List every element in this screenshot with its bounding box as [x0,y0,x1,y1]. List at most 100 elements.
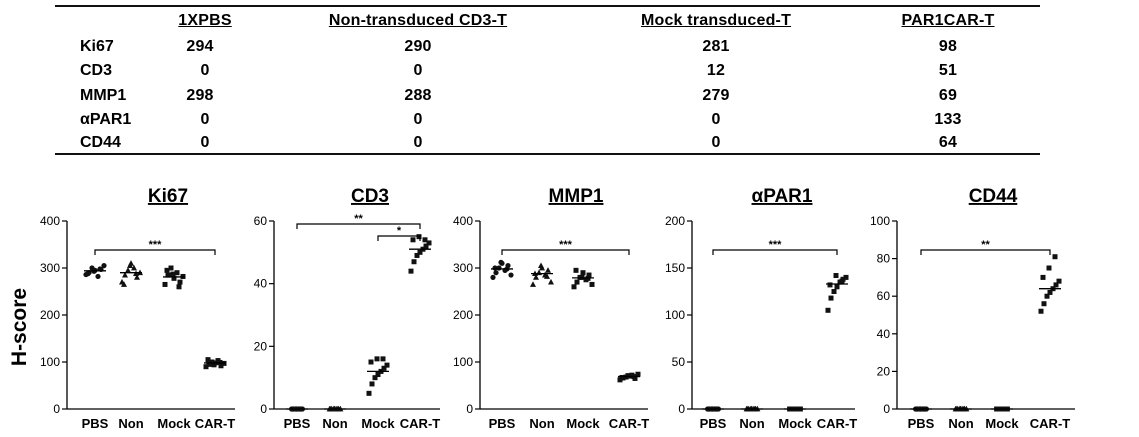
x-tick-label: PBS [284,416,311,431]
data-point [411,259,417,265]
header-pbs: 1XPBS [178,12,232,29]
significance-label: * [397,225,402,237]
row-label-cd44: CD44 [80,134,121,151]
x-tick-label: Mock [566,416,600,431]
data-point [839,278,845,284]
x-tick-label: CAR-T [400,416,440,431]
cell-cd3-pbs: 0 [200,62,210,79]
data-point [218,363,224,369]
data-point [825,307,831,313]
data-point [498,259,504,265]
data-point [414,252,420,258]
cell-cd3-non: 0 [413,62,423,79]
significance-label: ** [981,239,990,251]
data-point [164,267,170,273]
y-tick-label: 60 [254,214,268,228]
y-tick-label: 100 [453,355,473,369]
cell-apar1-non: 0 [413,111,423,128]
x-tick-label: PBS [908,416,935,431]
data-point [408,268,414,274]
data-point [1040,274,1046,280]
x-tick-label: Mock [361,416,395,431]
cell-ki67-car: 98 [938,38,958,55]
data-point [101,263,107,269]
cell-apar1-car: 133 [934,111,962,128]
data-point [426,240,432,246]
cell-ki67-non: 290 [404,38,432,55]
x-tick-label: Non [739,416,764,431]
x-tick-label: Mock [157,416,191,431]
x-tick-label: PBS [489,416,516,431]
y-tick-label: 0 [53,402,60,416]
data-point [548,278,554,285]
data-point [127,262,133,269]
y-tick-label: 0 [883,402,890,416]
data-point [122,271,128,278]
data-point [211,362,217,368]
y-tick-label: 300 [453,261,473,275]
x-tick-label: Mock [985,416,1019,431]
significance-bracket [920,249,1051,255]
row-label-apar1: αPAR1 [80,111,132,128]
data-point [85,271,91,277]
data-point [380,356,386,362]
data-point [125,267,131,273]
data-point [619,375,625,381]
y-tick-label: 50 [672,355,686,369]
data-point [571,284,577,290]
data-point [1053,282,1059,288]
data-point [580,270,586,276]
y-tick-label: 300 [40,261,60,275]
data-point [368,359,374,365]
y-tick-label: 40 [254,277,268,291]
data-point [171,275,177,281]
data-point [209,359,215,365]
data-point [828,295,834,301]
y-tick-label: 100 [40,355,60,369]
y-tick-label: 400 [453,214,473,228]
x-tick-label: Non [118,416,143,431]
y-tick-label: 200 [665,214,685,228]
data-point [1046,265,1052,271]
data-point [170,271,176,277]
y-tick-label: 100 [665,308,685,322]
data-point [168,265,174,271]
significance-bracket [94,249,216,255]
cell-mmp1-mock: 279 [702,87,730,104]
data-point [834,284,840,290]
data-point [121,281,127,287]
data-point [1056,278,1062,284]
data-point [1047,289,1053,295]
y-tick-label: 200 [40,308,60,322]
x-tick-label: CAR-T [817,416,857,431]
data-point [177,279,183,285]
data-point [134,274,140,280]
summary-table: 1XPBS Non-transduced CD3-T Mock transduc… [0,0,1139,160]
significance-bracket [296,223,421,229]
data-point [586,272,592,278]
data-point [423,243,429,249]
y-tick-label: 20 [877,364,891,378]
table-top-rule [55,5,1040,7]
data-point [384,362,390,368]
data-point [422,237,428,243]
data-point [174,270,180,276]
data-point [417,249,423,255]
data-point [827,282,833,288]
data-point [176,284,182,290]
header-non-transduced: Non-transduced CD3-T [328,12,508,29]
data-point [538,262,544,269]
significance-label: ** [354,213,363,225]
x-tick-label: Mock [778,416,812,431]
y-tick-label: 80 [877,252,891,266]
cell-cd44-non: 0 [413,134,423,151]
header-par1car: PAR1CAR-T [901,12,995,29]
data-point [533,274,539,280]
cell-cd44-mock: 0 [711,134,721,151]
data-point [493,270,499,276]
